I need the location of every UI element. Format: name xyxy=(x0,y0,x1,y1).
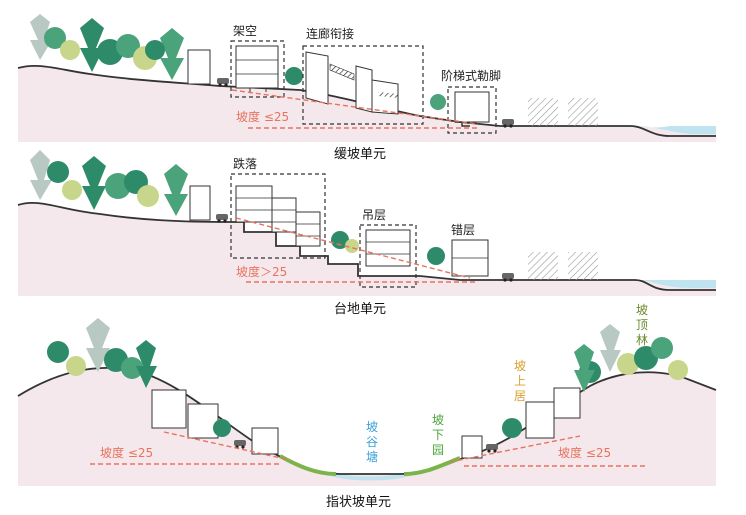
label-poshangju: 坡 上 居 xyxy=(514,359,530,403)
tree-icon xyxy=(651,337,673,359)
tree-icon xyxy=(617,353,639,375)
panel-finger-slope: 坡度 ≤25 坡度 ≤25 坡 谷 塘 坡 下 园 坡 上 居 坡 顶 林 指状… xyxy=(17,303,717,510)
tree-icon xyxy=(137,185,159,207)
tree-icon xyxy=(47,341,69,363)
tree-icon xyxy=(116,34,140,58)
box-diaoceng xyxy=(359,224,417,288)
tree-icon xyxy=(668,360,688,380)
label-diaoceng: 吊层 xyxy=(362,208,386,222)
slope-text-right: 坡度 ≤25 xyxy=(558,445,611,460)
tree-icon xyxy=(600,324,621,372)
label-jiakong: 架空 xyxy=(233,24,257,38)
tree-icon xyxy=(62,180,82,200)
building-cuoceng xyxy=(427,239,489,277)
label-cuoceng: 错层 xyxy=(451,223,475,237)
tree-icon xyxy=(86,318,110,372)
label-jieti: 阶梯式勒脚 xyxy=(441,68,501,83)
building xyxy=(187,49,211,85)
building xyxy=(461,435,483,459)
hatched-building xyxy=(528,98,558,126)
hatched-building xyxy=(568,98,598,126)
tree-icon xyxy=(502,418,522,438)
building-jieti xyxy=(430,91,490,127)
building xyxy=(553,387,581,419)
building xyxy=(251,427,279,455)
tree-icon xyxy=(145,40,165,60)
tree-icon xyxy=(47,161,69,183)
tree-icon xyxy=(285,67,303,85)
caption-panel2: 台地单元 xyxy=(334,302,386,317)
slope-text-left: 坡度 ≤25 xyxy=(100,445,153,460)
car-icon xyxy=(486,444,498,453)
tree-icon xyxy=(44,27,66,49)
caption-panel1: 缓坡单元 xyxy=(334,147,386,162)
tree-icon xyxy=(30,150,52,200)
tree-icon xyxy=(136,340,157,388)
slope-line-left xyxy=(163,431,291,461)
hatched-building xyxy=(568,252,598,280)
tree-icon xyxy=(160,28,184,80)
green-bank-right xyxy=(403,456,461,476)
building xyxy=(525,401,555,439)
tree-icon xyxy=(80,18,104,72)
label-lianlang: 连廊衔接 xyxy=(306,26,354,41)
hatched-building xyxy=(528,252,558,280)
car-icon xyxy=(216,214,228,223)
water xyxy=(640,126,716,134)
tree-cluster-left xyxy=(30,14,184,80)
ground-line xyxy=(17,201,716,291)
box-jiakong xyxy=(230,40,285,98)
water xyxy=(640,280,716,288)
ground-mass xyxy=(18,367,716,486)
tree-icon xyxy=(345,239,359,253)
building-jiakong xyxy=(235,45,279,92)
tree-icon xyxy=(66,356,86,376)
tree-icon xyxy=(574,344,595,392)
slope-line-right xyxy=(449,435,581,463)
tree-icon xyxy=(331,231,349,249)
box-dieluo xyxy=(230,173,326,259)
building xyxy=(151,389,187,429)
car-icon xyxy=(502,273,514,282)
slope-text: 坡度 ≤25 xyxy=(236,109,289,124)
building xyxy=(187,403,219,439)
label-poxiayuan: 坡 下 园 xyxy=(432,413,448,457)
tree-icon xyxy=(430,94,446,110)
label-pogutang: 坡 谷 塘 xyxy=(366,420,382,464)
tree-icon xyxy=(82,156,106,210)
tree-icon xyxy=(60,40,80,60)
tree-cluster-left xyxy=(47,318,157,388)
box-lianlang xyxy=(302,45,424,125)
car-icon xyxy=(217,78,229,87)
panel-gentle-slope: 架空 连廊衔接 阶梯式勒脚 坡度 ≤25 缓坡单元 xyxy=(17,14,716,162)
tree-icon xyxy=(121,357,143,379)
ground-line xyxy=(17,64,716,137)
slope-line xyxy=(231,89,479,125)
tree-icon xyxy=(427,247,445,265)
caption-panel3: 指状坡单元 xyxy=(326,495,391,510)
tree-icon xyxy=(164,164,188,216)
slope-line xyxy=(235,217,471,279)
label-podinglin: 坡 顶 林 xyxy=(636,303,652,347)
slope-text: 坡度＞25 xyxy=(236,264,287,279)
ground-mass xyxy=(18,202,716,296)
car-icon xyxy=(502,119,514,128)
panel-terrace: 跌落 吊层 错层 坡度＞25 台地单元 xyxy=(17,150,716,317)
tree-icon xyxy=(30,14,52,60)
tree-cluster-left xyxy=(30,150,188,216)
tree-cluster-right xyxy=(574,324,688,392)
tree-icon xyxy=(213,419,231,437)
building-diaoceng xyxy=(365,229,411,267)
label-dieluo: 跌落 xyxy=(233,156,257,171)
building xyxy=(189,185,211,221)
box-jieti xyxy=(447,86,497,134)
building-dieluo xyxy=(235,185,321,247)
building-lianlang xyxy=(285,51,399,115)
water xyxy=(330,472,410,481)
